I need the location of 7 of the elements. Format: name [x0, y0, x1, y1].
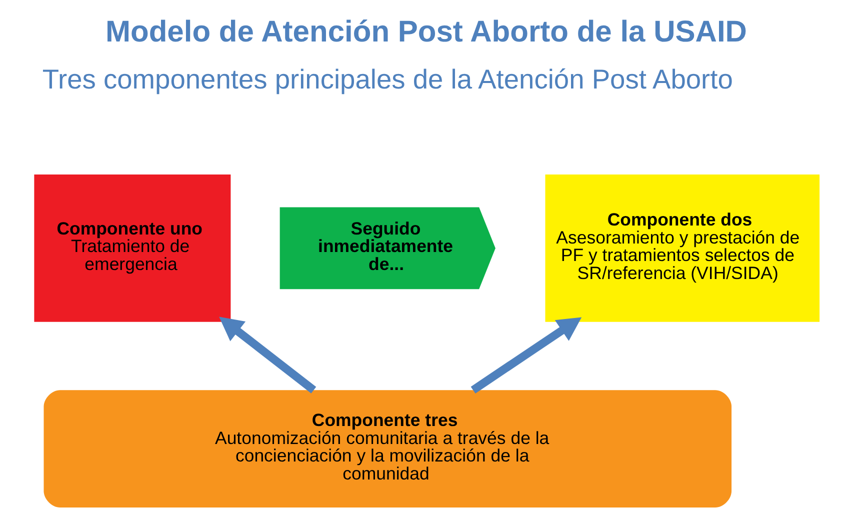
- node-box: Componente dos Asesoramiento y prestación de PF y tratamientos selectos de SR/referencia (VIH/SIDA): [545, 174, 820, 322]
- node-box: Componente tres Autonomización comunitaria a través de la concienciación y la movilización de la comunidad: [44, 390, 732, 508]
- diagram-title: Modelo de Atención Post Aborto de la USAID: [105, 16, 747, 49]
- arrow: [470, 317, 582, 394]
- label: Tres componentes principales de la Atención Post Aborto: [42, 64, 733, 95]
- node-box: Componente uno Tratamiento de emergencia: [34, 174, 231, 322]
- arrow: [219, 316, 316, 394]
